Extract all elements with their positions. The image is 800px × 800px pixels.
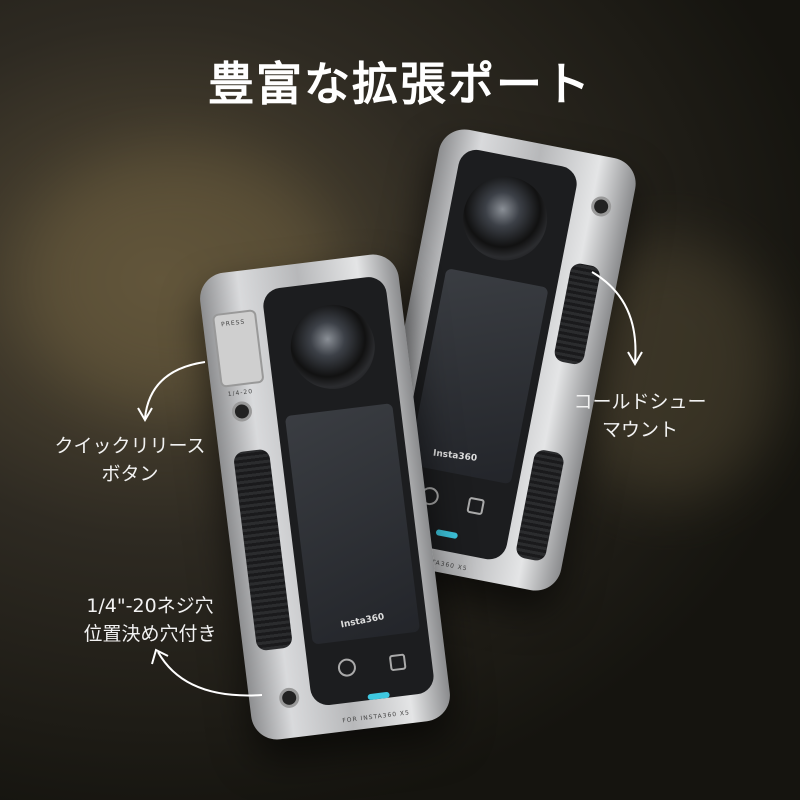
page-title: 豊富な拡張ポート — [208, 57, 592, 111]
callout-thread: 1/4"-20ネジ穴 位置決め穴付き — [83, 595, 217, 645]
callout-quick-release: クイックリリース ボタン — [54, 435, 206, 485]
callout-cold-shoe: コールドシュー マウント — [573, 391, 707, 441]
